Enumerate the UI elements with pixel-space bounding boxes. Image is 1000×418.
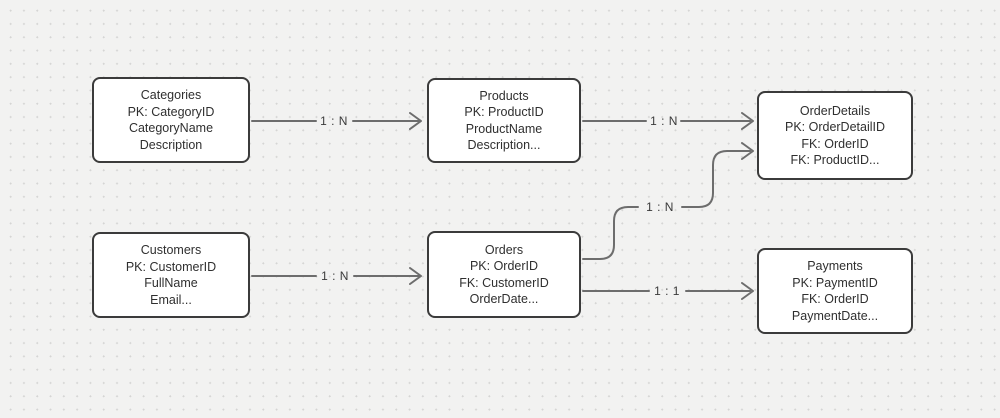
entity-node-products[interactable]: Products PK: ProductID ProductName Descr…	[427, 78, 581, 163]
entity-field: FK: OrderID	[801, 136, 869, 151]
entity-title: Products	[479, 88, 529, 103]
entity-field: OrderDate...	[469, 292, 539, 306]
entity-field: FullName	[144, 276, 198, 290]
entity-field: FK: ProductID...	[790, 153, 880, 167]
entity-field: Email...	[150, 292, 192, 307]
entity-node-orderdetails[interactable]: OrderDetails PK: OrderDetailID FK: Order…	[757, 91, 913, 180]
entity-field: Description	[139, 137, 203, 152]
entity-node-customers[interactable]: Customers PK: CustomerID FullName Email.…	[92, 232, 250, 318]
entity-field: PK: OrderID	[469, 259, 539, 273]
entity-field: PK: CustomerID	[125, 259, 217, 274]
edge-label-products-orderdetails: 1 : N	[650, 114, 678, 128]
entity-field: Description...	[467, 138, 541, 152]
edge-label-orders-payments: 1 : 1	[654, 284, 680, 298]
entity-title: Payments	[807, 259, 863, 273]
entity-node-categories[interactable]: Categories PK: CategoryID CategoryName D…	[92, 77, 250, 163]
entity-field: PaymentDate...	[791, 308, 879, 323]
entity-title: Orders	[484, 242, 524, 257]
entity-title: Customers	[140, 243, 202, 257]
edge-label-customers-orders: 1 : N	[321, 269, 349, 283]
edge-label-orders-orderdetails: 1 : N	[646, 200, 674, 214]
entity-title: OrderDetails	[799, 103, 871, 118]
entity-node-orders[interactable]: Orders PK: OrderID FK: CustomerID OrderD…	[427, 231, 581, 318]
entity-node-payments[interactable]: Payments PK: PaymentID FK: OrderID Payme…	[757, 248, 913, 334]
entity-field: PK: ProductID	[464, 105, 544, 119]
entity-field: PK: PaymentID	[792, 275, 878, 290]
entity-title: Categories	[140, 88, 202, 102]
entity-field: ProductName	[465, 121, 543, 136]
entity-field: FK: OrderID	[801, 292, 869, 306]
entity-field: CategoryName	[128, 121, 214, 135]
entity-field: PK: CategoryID	[127, 104, 215, 119]
edge-label-categories-products: 1 : N	[320, 114, 348, 128]
entity-field: FK: CustomerID	[459, 275, 549, 290]
entity-field: PK: OrderDetailID	[784, 120, 886, 134]
